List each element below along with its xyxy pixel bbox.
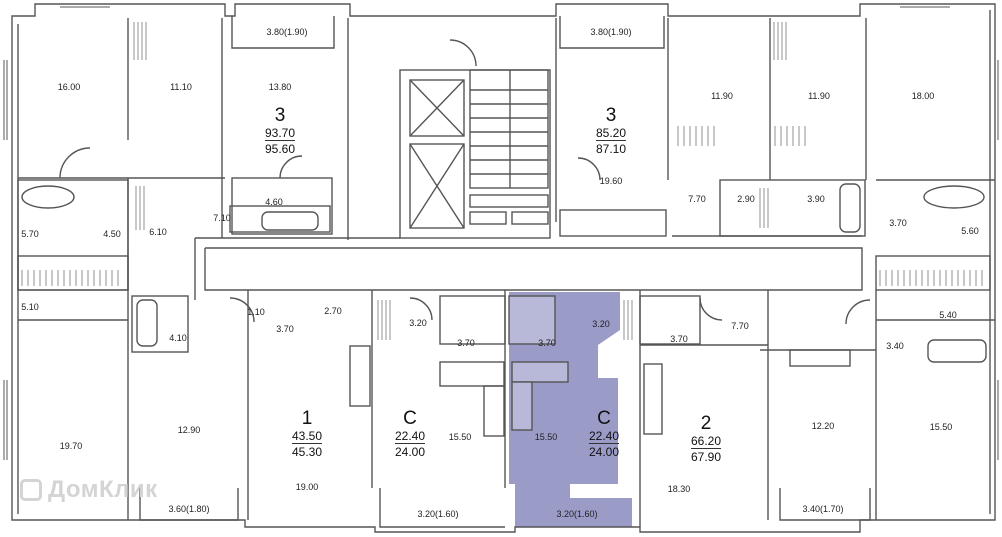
- apartment-total-area: 24.00: [394, 443, 426, 459]
- room-area-label: 4.10: [169, 333, 187, 343]
- room-area-label: 3.70: [276, 324, 294, 334]
- apartment-living-area: 22.40: [588, 429, 620, 443]
- apartment-total-area: 95.60: [264, 140, 296, 156]
- room-area-label: 16.00: [57, 82, 81, 92]
- apartment-total-area: 45.30: [291, 443, 323, 459]
- watermark: ДомКлик: [20, 476, 158, 504]
- apartment-rooms: C: [403, 408, 417, 429]
- apartment-rooms: 3: [274, 105, 286, 126]
- room-area-label: 19.70: [59, 441, 83, 451]
- room-area-label: 4.50: [103, 229, 121, 239]
- apartment-total-area: 87.10: [595, 140, 627, 156]
- apartment-label-selected[interactable]: C 22.40 24.00: [588, 408, 620, 459]
- apartment-living-area: 43.50: [291, 429, 323, 443]
- apartment-label[interactable]: C 22.40 24.00: [394, 408, 426, 459]
- room-area-label: 5.70: [21, 229, 39, 239]
- room-area-label: 5.40: [939, 310, 957, 320]
- room-area-label: 2.90: [737, 194, 755, 204]
- apartment-label[interactable]: 3 93.70 95.60: [264, 105, 296, 156]
- room-area-label: 2.70: [324, 306, 342, 316]
- room-area-label: 11.90: [711, 91, 733, 101]
- room-area-label: 3.70: [889, 218, 907, 228]
- room-area-label: 11.90: [808, 91, 830, 101]
- room-area-label: 3.20: [592, 319, 610, 329]
- room-area-label: 1.10: [247, 307, 265, 317]
- room-area-label: 3.70: [457, 338, 475, 348]
- room-area-label: 3.70: [670, 334, 688, 344]
- highlighted-apartment[interactable]: [509, 292, 632, 527]
- apartment-living-area: 66.20: [690, 434, 722, 448]
- room-area-label: 15.50: [534, 432, 558, 442]
- room-area-label: 13.80: [268, 82, 292, 92]
- room-area-label: 5.10: [21, 302, 39, 312]
- room-area-label: 15.50: [448, 432, 472, 442]
- room-area-label: 11.10: [170, 82, 192, 92]
- room-area-label: 3.20(1.60): [417, 509, 459, 519]
- apartment-living-area: 85.20: [595, 126, 627, 140]
- room-area-label: 3.90: [807, 194, 825, 204]
- apartment-total-area: 67.90: [690, 448, 722, 464]
- room-area-label: 3.80(1.90): [590, 27, 632, 37]
- room-area-label: 4.60: [265, 197, 283, 207]
- room-area-label: 5.60: [961, 226, 979, 236]
- room-area-label: 19.00: [295, 482, 319, 492]
- apartment-total-area: 24.00: [588, 443, 620, 459]
- room-area-label: 3.60(1.80): [168, 504, 210, 514]
- room-area-label: 19.60: [599, 176, 623, 186]
- room-area-label: 12.90: [177, 425, 201, 435]
- room-area-label: 7.70: [731, 321, 749, 331]
- apartment-label[interactable]: 1 43.50 45.30: [291, 408, 323, 459]
- apartment-living-area: 22.40: [394, 429, 426, 443]
- room-area-label: 3.40(1.70): [802, 504, 844, 514]
- apartment-rooms: C: [597, 408, 611, 429]
- room-area-label: 3.80(1.90): [266, 27, 308, 37]
- window-marks: [3, 3, 999, 460]
- room-area-label: 3.20: [409, 318, 427, 328]
- apartment-living-area: 93.70: [264, 126, 296, 140]
- room-area-label: 18.00: [911, 91, 935, 101]
- apartment-rooms: 1: [301, 408, 313, 429]
- room-area-label: 12.20: [811, 421, 835, 431]
- house-logo-icon: [20, 479, 42, 501]
- room-area-label: 15.50: [929, 422, 953, 432]
- apartment-rooms: 3: [605, 105, 617, 126]
- highlighted-apartment-fill: [509, 292, 632, 527]
- apartment-label[interactable]: 3 85.20 87.10: [595, 105, 627, 156]
- room-area-label: 3.20(1.60): [556, 509, 598, 519]
- room-area-label: 6.10: [149, 227, 167, 237]
- apartment-rooms: 2: [700, 413, 712, 434]
- room-area-label: 7.10: [213, 213, 231, 223]
- fixture-hatching: [21, 22, 983, 340]
- room-area-label: 7.70: [688, 194, 706, 204]
- room-area-label: 3.70: [538, 338, 556, 348]
- room-area-label: 3.40: [886, 341, 904, 351]
- room-area-label: 18.30: [667, 484, 691, 494]
- watermark-text: ДомКлик: [48, 476, 158, 503]
- walls: [11, 3, 996, 533]
- apartment-label[interactable]: 2 66.20 67.90: [690, 413, 722, 464]
